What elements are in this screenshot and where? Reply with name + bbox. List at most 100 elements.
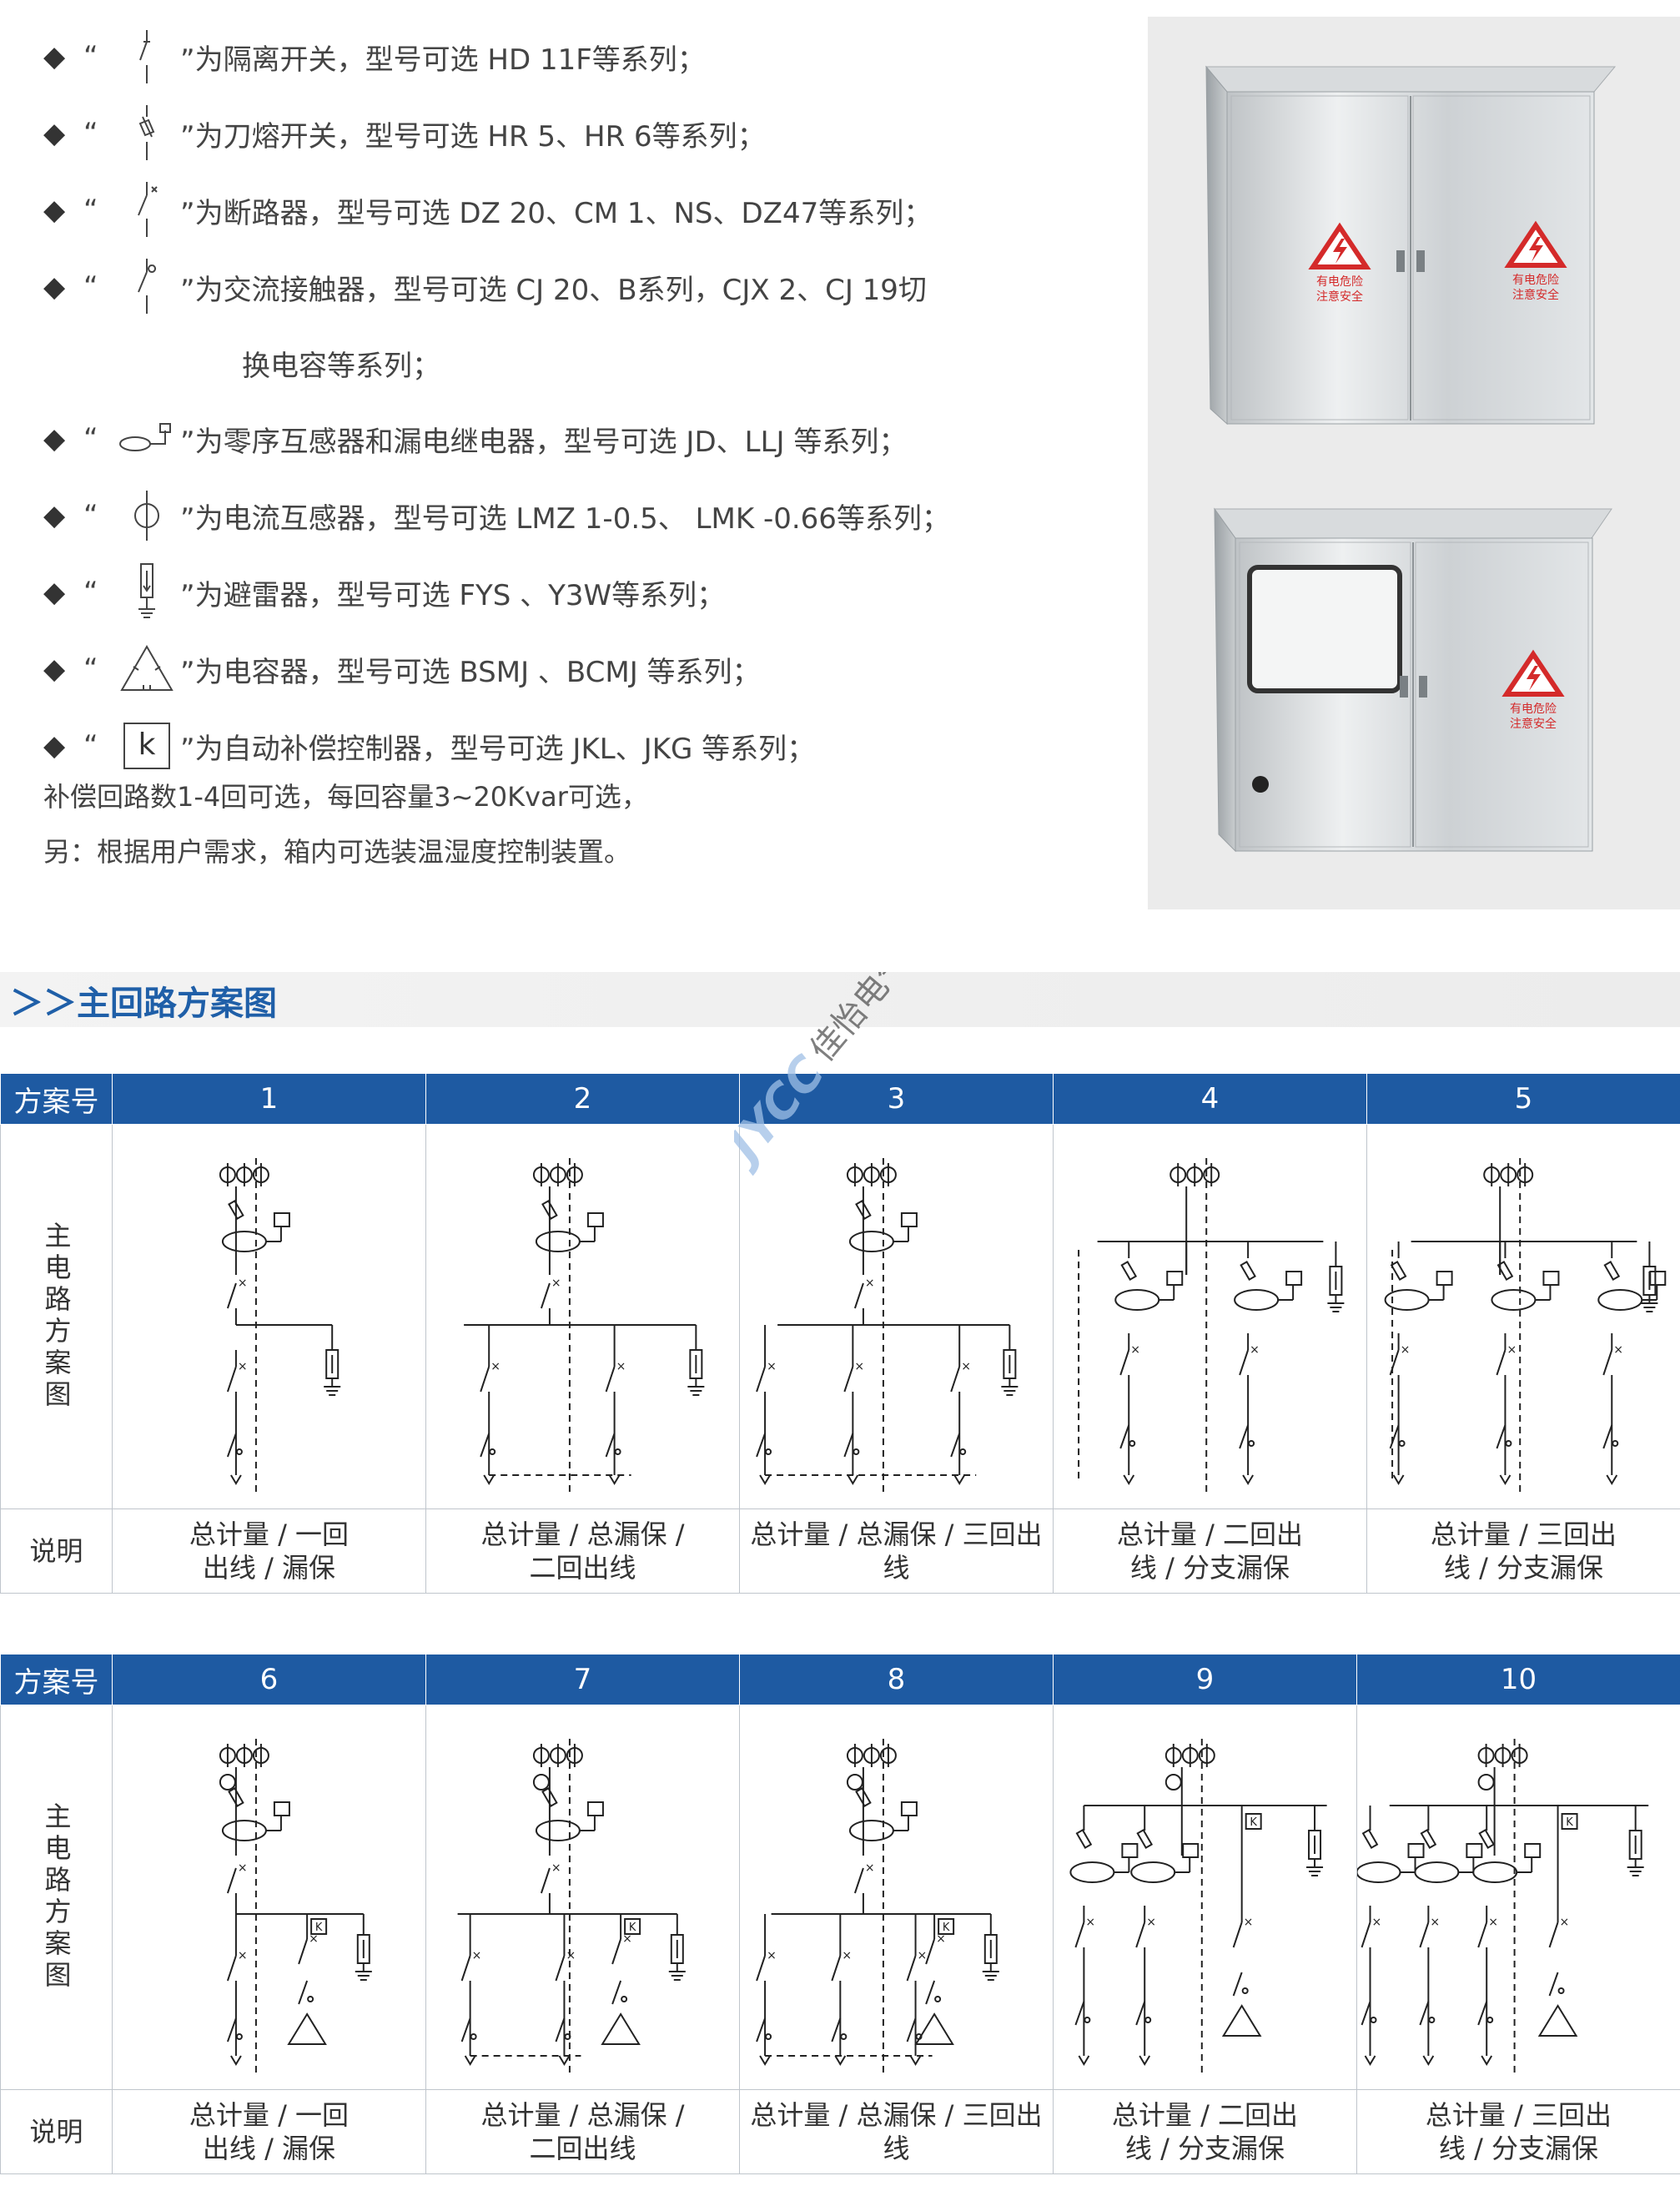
legend-list: ◆ “ ”为隔离开关，型号可选 HD 11F等系列； ◆ “ ”为刀熔开关，型号… bbox=[43, 18, 1128, 784]
svg-text:×: × bbox=[865, 1277, 875, 1290]
svg-text:×: × bbox=[238, 1360, 248, 1373]
legend-item: ◆ “ ”为电流互感器，型号可选 LMZ 1-0.5、 LMK -0.66等系列… bbox=[43, 477, 1128, 554]
scheme-desc-row: 说明 总计量 / 一回出线 / 漏保 总计量 / 总漏保 /二回出线 总计量 /… bbox=[0, 1508, 1680, 1594]
bullet: ◆ bbox=[43, 499, 66, 532]
svg-text:×: × bbox=[1085, 1916, 1095, 1929]
quote: “ bbox=[83, 576, 98, 609]
svg-text:×: × bbox=[1488, 1916, 1498, 1929]
quote: “ bbox=[83, 40, 98, 73]
breaker-icon bbox=[113, 177, 180, 244]
svg-text:×: × bbox=[1560, 1916, 1570, 1929]
circuit-diagram-3: × × × × bbox=[739, 1124, 1054, 1509]
scheme-header-row: 方案号 6 7 8 9 10 bbox=[0, 1654, 1680, 1705]
bullet: ◆ bbox=[43, 194, 66, 227]
cabinet-photo-1: 有电危险 注意安全 有电危险 注意安全 bbox=[1205, 65, 1617, 426]
legend-text: ”为刀熔开关，型号可选 HR 5、HR 6等系列； bbox=[180, 119, 766, 154]
legend-continuation-row: 换电容等系列； bbox=[43, 325, 1128, 400]
svg-text:×: × bbox=[918, 1949, 928, 1962]
scheme-desc: 总计量 / 总漏保 / 三回出线 bbox=[739, 2089, 1054, 2174]
desc-row-label: 说明 bbox=[0, 2089, 113, 2174]
circuit-diagram-9: ×××K bbox=[1053, 1705, 1357, 2090]
scheme-desc: 总计量 / 二回出线 / 分支漏保 bbox=[1053, 1508, 1367, 1594]
legend-item: ◆ “ ”为避雷器，型号可选 FYS 、Y3W等系列； bbox=[43, 554, 1128, 631]
circuit-diagram-2: ××× bbox=[425, 1124, 740, 1509]
legend-text: ”为断路器，型号可选 DZ 20、CM 1、NS、DZ47等系列； bbox=[180, 196, 933, 230]
quote: “ bbox=[83, 729, 98, 763]
svg-text:×: × bbox=[1372, 1916, 1382, 1929]
scheme-desc: 总计量 / 一回出线 / 漏保 bbox=[112, 2089, 426, 2174]
legend-continuation: 换电容等系列； bbox=[242, 349, 440, 383]
legend-text: ”为自动补偿控制器，型号可选 JKL、JKG 等系列； bbox=[180, 732, 816, 766]
scheme-diagram-row: 主电路方案图 ×××K ××××K ×××××K ×××K ××××K bbox=[0, 1705, 1680, 2090]
scheme-desc-row: 说明 总计量 / 一回出线 / 漏保 总计量 / 总漏保 /二回出线 总计量 /… bbox=[0, 2089, 1680, 2174]
svg-text:×: × bbox=[566, 1949, 576, 1962]
svg-text:×: × bbox=[865, 1861, 875, 1875]
scheme-no-label: 方案号 bbox=[0, 1654, 113, 1705]
legend-text: ”为电流互感器，型号可选 LMZ 1-0.5、 LMK -0.66等系列； bbox=[180, 501, 950, 536]
svg-text:×: × bbox=[1244, 1916, 1254, 1929]
scheme-diagram-row: 主电路方案图 ×× ××× ×××× ×× ××× bbox=[0, 1124, 1680, 1509]
svg-text:×: × bbox=[622, 1932, 632, 1946]
svg-text:×: × bbox=[842, 1949, 852, 1962]
bullet: ◆ bbox=[43, 40, 66, 73]
scheme-table-2: 方案号 6 7 8 9 10 主电路方案图 ×××K ××××K ×××××K … bbox=[0, 1654, 1680, 2174]
legend-text: ”为零序互感器和漏电继电器，型号可选 JD、LLJ 等系列； bbox=[180, 425, 908, 459]
scheme-desc: 总计量 / 三回出线 / 分支漏保 bbox=[1366, 1508, 1680, 1594]
svg-text:K: K bbox=[629, 1922, 636, 1934]
current-transformer-icon bbox=[113, 482, 180, 549]
scheme-desc: 总计量 / 总漏保 / 三回出线 bbox=[739, 1508, 1054, 1594]
svg-text:×: × bbox=[1506, 1343, 1517, 1357]
svg-text:×: × bbox=[472, 1949, 482, 1962]
scheme-number: 3 bbox=[739, 1073, 1054, 1125]
contactor-icon bbox=[113, 254, 180, 320]
scheme-desc: 总计量 / 三回出线 / 分支漏保 bbox=[1356, 2089, 1680, 2174]
circuit-diagram-4: ×× bbox=[1053, 1124, 1367, 1509]
svg-text:×: × bbox=[961, 1360, 971, 1373]
note-line: 补偿回路数1-4回可选，每回容量3~20Kvar可选， bbox=[43, 781, 648, 813]
scheme-number: 6 bbox=[112, 1654, 426, 1705]
svg-text:×: × bbox=[1401, 1343, 1411, 1357]
arrester-icon bbox=[113, 559, 180, 626]
scheme-number: 1 bbox=[112, 1073, 426, 1125]
warning-sign: 有电危险 注意安全 bbox=[1501, 649, 1565, 731]
warning-sign: 有电危险 注意安全 bbox=[1308, 222, 1371, 304]
svg-text:×: × bbox=[490, 1360, 500, 1373]
legend-item: ◆ “ ”为电容器，型号可选 BSMJ 、BCMJ 等系列； bbox=[43, 631, 1128, 708]
warning-label-2: 注意安全 bbox=[1510, 717, 1557, 731]
product-photo-panel: 有电危险 注意安全 有电危险 注意安全 bbox=[1148, 17, 1680, 909]
k-box: k bbox=[123, 723, 170, 769]
scheme-desc: 总计量 / 二回出线 / 分支漏保 bbox=[1053, 2089, 1357, 2174]
svg-text:×: × bbox=[616, 1360, 626, 1373]
section-header-bar bbox=[0, 972, 1680, 1027]
svg-text:×: × bbox=[767, 1360, 777, 1373]
legend-item: ◆ “ ”为断路器，型号可选 DZ 20、CM 1、NS、DZ47等系列； bbox=[43, 172, 1128, 249]
scheme-number: 8 bbox=[739, 1654, 1054, 1705]
svg-text:×: × bbox=[1430, 1916, 1440, 1929]
svg-text:×: × bbox=[1146, 1916, 1156, 1929]
capacitor-icon bbox=[113, 636, 180, 703]
legend-text: ”为避雷器，型号可选 FYS 、Y3W等系列； bbox=[180, 578, 726, 612]
quote: “ bbox=[83, 117, 98, 150]
quote: “ bbox=[83, 499, 98, 532]
legend-text: ”为电容器，型号可选 BSMJ 、BCMJ 等系列； bbox=[180, 655, 761, 689]
svg-text:×: × bbox=[1250, 1343, 1260, 1357]
note-line: 另：根据用户需求，箱内可选装温湿度控制装置。 bbox=[43, 836, 631, 868]
desc-row-label: 说明 bbox=[0, 1508, 113, 1594]
svg-text:×: × bbox=[854, 1360, 864, 1373]
scheme-number: 4 bbox=[1053, 1073, 1367, 1125]
warning-label-1: 有电危险 bbox=[1512, 274, 1559, 287]
legend-item: ◆ “ ”为零序互感器和漏电继电器，型号可选 JD、LLJ 等系列； bbox=[43, 400, 1128, 477]
diagram-row-label: 主电路方案图 bbox=[40, 1221, 73, 1412]
circuit-diagram-7: ××××K bbox=[425, 1705, 740, 2090]
svg-text:×: × bbox=[238, 1277, 248, 1290]
svg-text:×: × bbox=[551, 1861, 561, 1875]
circuit-diagram-10: ××××K bbox=[1356, 1705, 1680, 2090]
svg-text:×: × bbox=[238, 1949, 248, 1962]
svg-text:K: K bbox=[315, 1922, 323, 1934]
warning-label-2: 注意安全 bbox=[1512, 288, 1559, 302]
warning-sign: 有电危险 注意安全 bbox=[1504, 220, 1567, 302]
bullet: ◆ bbox=[43, 270, 66, 304]
fuse-switch-icon bbox=[113, 100, 180, 167]
scheme-desc: 总计量 / 总漏保 /二回出线 bbox=[425, 1508, 740, 1594]
svg-text:×: × bbox=[1613, 1343, 1623, 1357]
